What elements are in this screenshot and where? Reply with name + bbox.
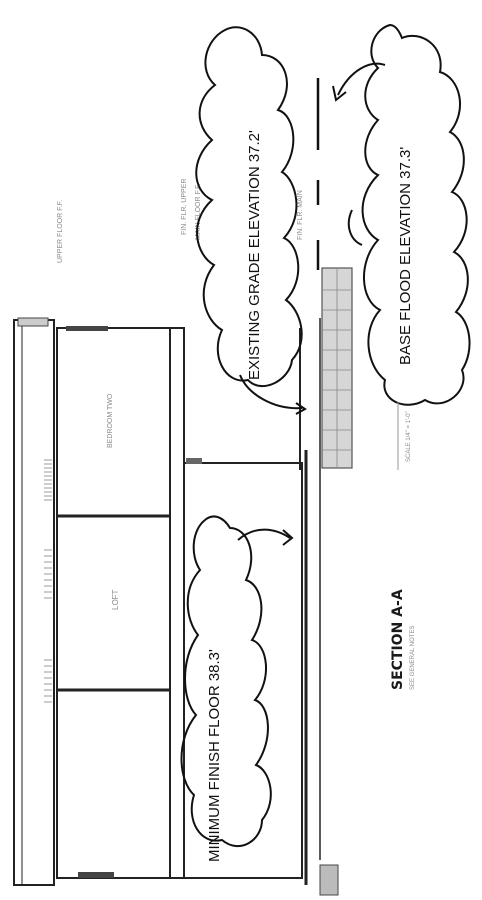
level-fin-flr-upper: FIN. FLR. UPPER (181, 179, 188, 235)
building-section (13, 317, 339, 896)
ridge-cap (17, 317, 49, 327)
window-mark-1 (66, 326, 108, 331)
section-subtitle: SEE GENERAL NOTES (410, 626, 416, 690)
room-label-bedroom: BEDROOM TWO (107, 393, 114, 448)
vent-mark (186, 458, 202, 464)
upper-floor-slab (169, 327, 185, 879)
footing (319, 864, 339, 896)
annotation-base-flood: BASE FLOOD ELEVATION 37.3' (397, 147, 414, 365)
cloud-base-flood (332, 23, 471, 406)
roof-insulation (44, 459, 52, 703)
cloud-minimum-floor (180, 515, 294, 847)
level-labels: UPPER FLOOR F.F. FIN. FLR. UPPER MAIN FL… (57, 179, 304, 263)
main-level-block (183, 462, 303, 879)
annotation-existing-grade: EXISTING GRADE ELEVATION 37.2' (246, 130, 263, 380)
annotation-minimum-finish-floor: MINIMUM FINISH FLOOR 38.3' (206, 649, 223, 862)
window-mark-2 (78, 872, 114, 878)
roof-band (13, 319, 55, 886)
section-title: SECTION A-A (390, 589, 406, 690)
room-label-loft: LOFT (111, 589, 120, 610)
cloud-existing-grade (195, 26, 307, 415)
level-upper-floor: UPPER FLOOR F.F. (57, 200, 64, 263)
level-main-floor: MAIN FLOOR F.F. (195, 184, 202, 240)
foundation-wall (321, 267, 353, 469)
level-fin-flr-main: FIN. FLR. MAIN (297, 190, 304, 240)
scale-label: SCALE 1/4" = 1'-0" (406, 411, 412, 462)
